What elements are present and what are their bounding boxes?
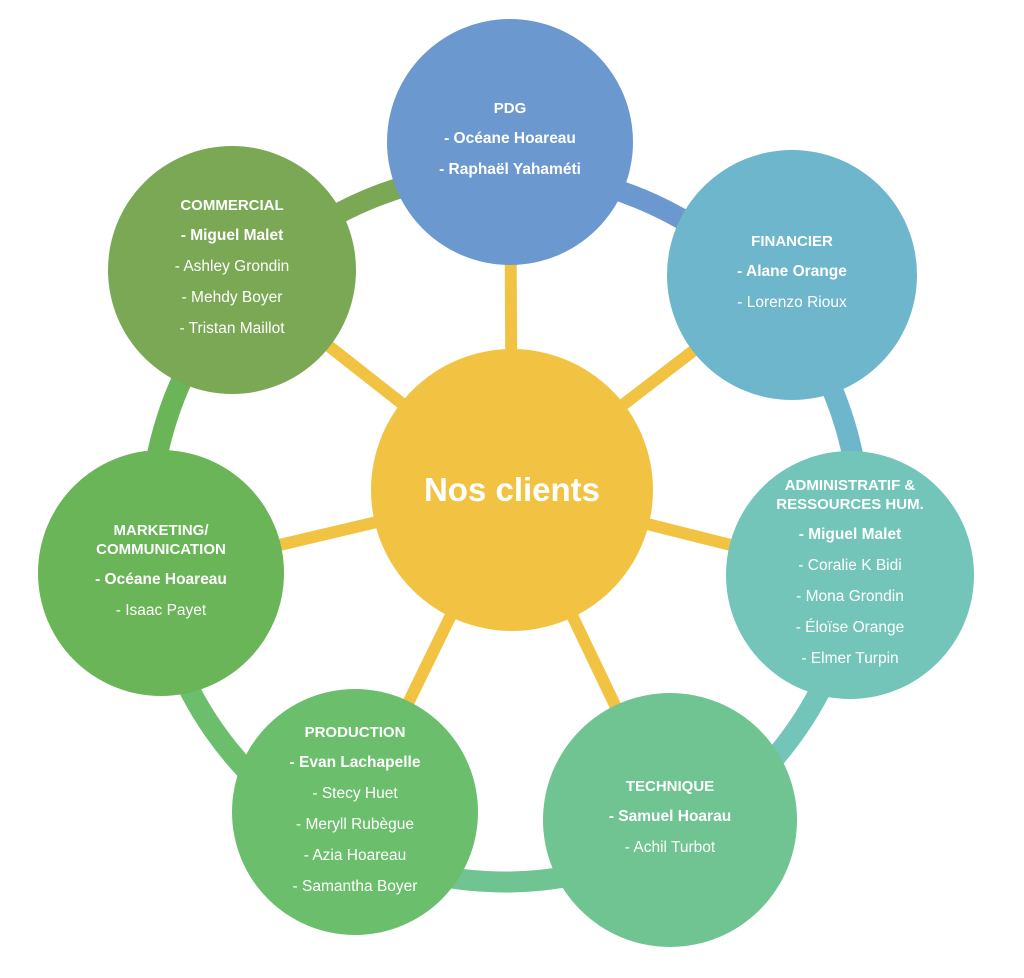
department-financier: FINANCIER - Alane Orange - Lorenzo Rioux <box>667 150 917 400</box>
department-title: ADMINISTRATIF & RESSOURCES HUM. <box>776 477 924 513</box>
department-production: PRODUCTION - Evan Lachapelle - Stecy Huet -… <box>232 689 478 935</box>
spoke-commercial <box>322 339 408 411</box>
department-title: COMMERCIAL <box>180 197 284 214</box>
department-lead: - Samuel Hoarau <box>608 808 732 825</box>
department-lead: - Océane Hoareau <box>444 130 576 147</box>
hub-label: Nos clients <box>423 471 601 508</box>
department-administratif: ADMINISTRATIF & RESSOURCES HUM. - Miguel … <box>726 451 974 699</box>
department-lead: - Miguel Malet <box>180 227 284 244</box>
department-lead: - Raphaël Yahaméti <box>439 161 581 178</box>
department-lead: - Miguel Malet <box>798 526 902 543</box>
department-member: - Tristan Maillot <box>179 320 285 337</box>
department-title: TECHNIQUE <box>625 778 715 795</box>
department-title: PRODUCTION <box>304 723 406 741</box>
spoke-technique <box>565 610 623 712</box>
spoke-pdg <box>504 260 518 354</box>
spoke-administratif <box>643 517 736 552</box>
spoke-marketing <box>275 515 381 552</box>
department-member: - Coralie K Bidi <box>798 557 902 574</box>
department-member: - Mehdy Boyer <box>181 289 283 306</box>
spoke-production <box>401 610 458 708</box>
department-lead: - Alane Orange <box>737 263 847 280</box>
department-lead: - Océane Hoareau <box>95 570 227 588</box>
department-title: FINANCIER <box>751 233 833 250</box>
department-technique: TECHNIQUE - Samuel Hoarau - Achil Turbot <box>543 693 797 947</box>
department-member: - Stecy Huet <box>312 784 398 802</box>
department-pdg: PDG - Océane Hoareau - Raphaël Yahaméti <box>387 19 633 265</box>
department-member: - Samantha Boyer <box>292 877 418 895</box>
department-member: - Lorenzo Rioux <box>737 294 847 311</box>
department-member: - Éloïse Orange <box>795 619 905 636</box>
hub-circle: Nos clients <box>371 349 653 631</box>
spoke-financier <box>617 343 700 412</box>
department-marketing: MARKETING/ COMMUNICATION - Océane Hoareau… <box>38 450 284 696</box>
department-title: PDG <box>493 100 527 117</box>
department-lead: - Evan Lachapelle <box>289 753 421 771</box>
department-commercial: COMMERCIAL - Miguel Malet - Ashley Grondin… <box>108 146 356 394</box>
department-member: - Elmer Turpin <box>801 650 899 667</box>
department-member: - Meryll Rubègue <box>295 815 415 833</box>
department-member: - Achil Turbot <box>624 839 716 856</box>
department-member: - Mona Grondin <box>796 588 904 605</box>
department-title: MARKETING/ COMMUNICATION <box>96 521 226 558</box>
department-member: - Isaac Payet <box>115 601 207 619</box>
department-member: - Azia Hoareau <box>303 846 407 864</box>
department-member: - Ashley Grondin <box>174 258 290 275</box>
